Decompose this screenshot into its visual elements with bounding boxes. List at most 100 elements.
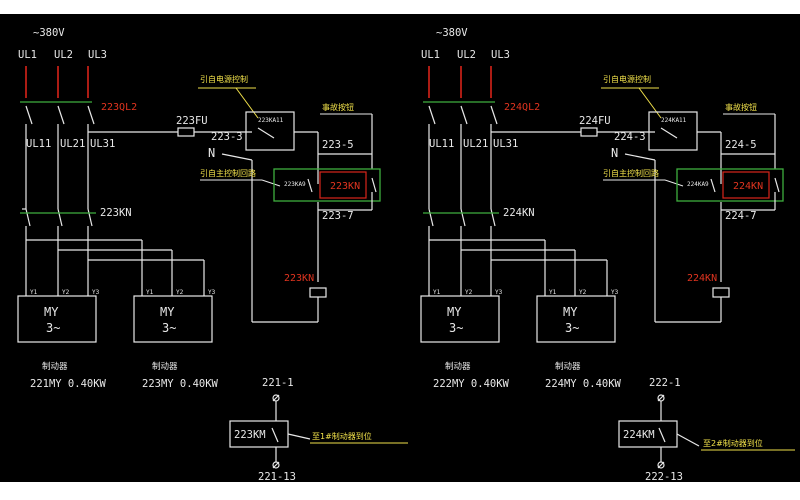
motor-caption: 制动器 [152,361,178,372]
motor-label: 3~ [565,321,579,335]
motor-label: MY [160,305,175,319]
motor-label: 3~ [449,321,463,335]
phase-label: UL3 [88,49,107,61]
contact-red-box [722,171,770,199]
motor-rating: 222MY 0.40KW [433,378,510,390]
terminal-label: Y3 [495,289,503,296]
aux-label: 事故按钮 [322,102,354,112]
motor-label: MY [44,305,59,319]
aux-note: 至1#制动器到位 [312,431,372,441]
panel-left: ~380V UL1 UL2 UL3 223QL2 UL11 UL21 UL31 … [17,27,408,482]
remote-note: 引自主控制回路 [200,168,256,178]
contact-symbol [710,178,716,193]
neutral-wire [221,153,253,161]
aux-terminal-label: 222-1 [649,377,681,389]
aux-terminal-label: 221-13 [258,471,296,482]
breaker-label: 223QL2 [101,102,137,113]
terminal-label: Y3 [611,289,619,296]
contact-label: 223KA9 [284,181,306,188]
contact-highlight-box [676,168,784,202]
neutral-wire [624,153,656,161]
relay-leader [638,87,662,119]
terminal-label: Y2 [176,289,184,296]
aux-contact-symbol [658,427,666,443]
terminal-label: Y1 [549,289,557,296]
terminal-slash [272,394,280,402]
contact-label: 223KN [330,181,360,192]
relay-contact [257,127,275,139]
relay-box [245,111,295,151]
relay-leader [235,87,259,119]
terminal-label: Y2 [579,289,587,296]
breaker-contact [428,105,436,125]
wire-number: 223-7 [322,210,354,222]
motor-rating: 221MY 0.40KW [30,378,107,390]
coil-label: 224KN [687,273,717,284]
aux-leader [287,433,311,440]
phase-label: UL2 [457,49,476,61]
fuse-label: 223FU [176,115,208,127]
contactor-contact [428,208,434,227]
contactor-contact [57,208,63,227]
neutral-label: N [208,146,215,160]
schematic-canvas: ~380V UL1 UL2 UL3 223QL2 UL11 UL21 UL31 … [0,14,800,482]
breaker-label: 224QL2 [504,102,540,113]
terminal-label: Y1 [146,289,154,296]
phase-label: UL3 [491,49,510,61]
terminal-slash [272,461,280,469]
remote-note: 引自主控制回路 [603,168,659,178]
relay-note: 引自电源控制 [200,74,248,84]
contactor-label: 224KN [503,207,535,219]
voltage-label: ~380V [436,27,468,39]
contact-symbol [774,177,780,193]
motor-label: MY [563,305,578,319]
motor-box [420,295,500,343]
panel-right: ~380V UL1 UL2 UL3 224QL2 UL11 UL21 UL31 … [420,27,795,482]
wire-number: 223-3 [211,131,243,143]
terminal-label: Y3 [92,289,100,296]
line-phase-label: UL11 [429,138,454,150]
coil-symbol [309,287,327,298]
contact-label: 224KA9 [687,181,709,188]
motor-label: 3~ [46,321,60,335]
breaker-contact [490,105,498,125]
line-phase-label: UL11 [26,138,51,150]
motor-label: 3~ [162,321,176,335]
aux-leader [676,433,700,447]
terminal-slash [657,394,665,402]
contact-highlight-box [273,168,381,202]
terminal-label: Y3 [208,289,216,296]
aux-contact-symbol [271,427,279,443]
relay-label: 224KA11 [661,117,687,124]
contactor-contact [25,208,31,227]
contact-symbol [371,177,377,193]
breaker-contact [57,105,65,125]
relay-note: 引自电源控制 [603,74,651,84]
wire-number: 224-7 [725,210,757,222]
phase-label: UL2 [54,49,73,61]
motor-box [17,295,97,343]
relay-contact [660,127,678,139]
wire-number: 223-5 [322,139,354,151]
breaker-contact [460,105,468,125]
fuse-symbol [177,127,195,137]
terminal-circle [272,461,280,469]
fuse-label: 224FU [579,115,611,127]
contact-label: 224KN [733,181,763,192]
motor-caption: 制动器 [445,361,471,372]
breaker-contact [25,105,33,125]
line-phase-label: UL21 [463,138,488,150]
aux-contact-label: 223KM [234,429,266,441]
motor-caption: 制动器 [555,361,581,372]
remote-leader [664,179,684,187]
motor-box [133,295,213,343]
wire-number: 224-5 [725,139,757,151]
fuse-symbol [580,127,598,137]
motor-label: MY [447,305,462,319]
aux-terminal-label: 221-1 [262,377,294,389]
terminal-label: Y1 [30,289,38,296]
line-phase-label: UL31 [493,138,518,150]
motor-rating: 223MY 0.40KW [142,378,219,390]
remote-leader [261,179,281,187]
terminal-label: Y1 [433,289,441,296]
